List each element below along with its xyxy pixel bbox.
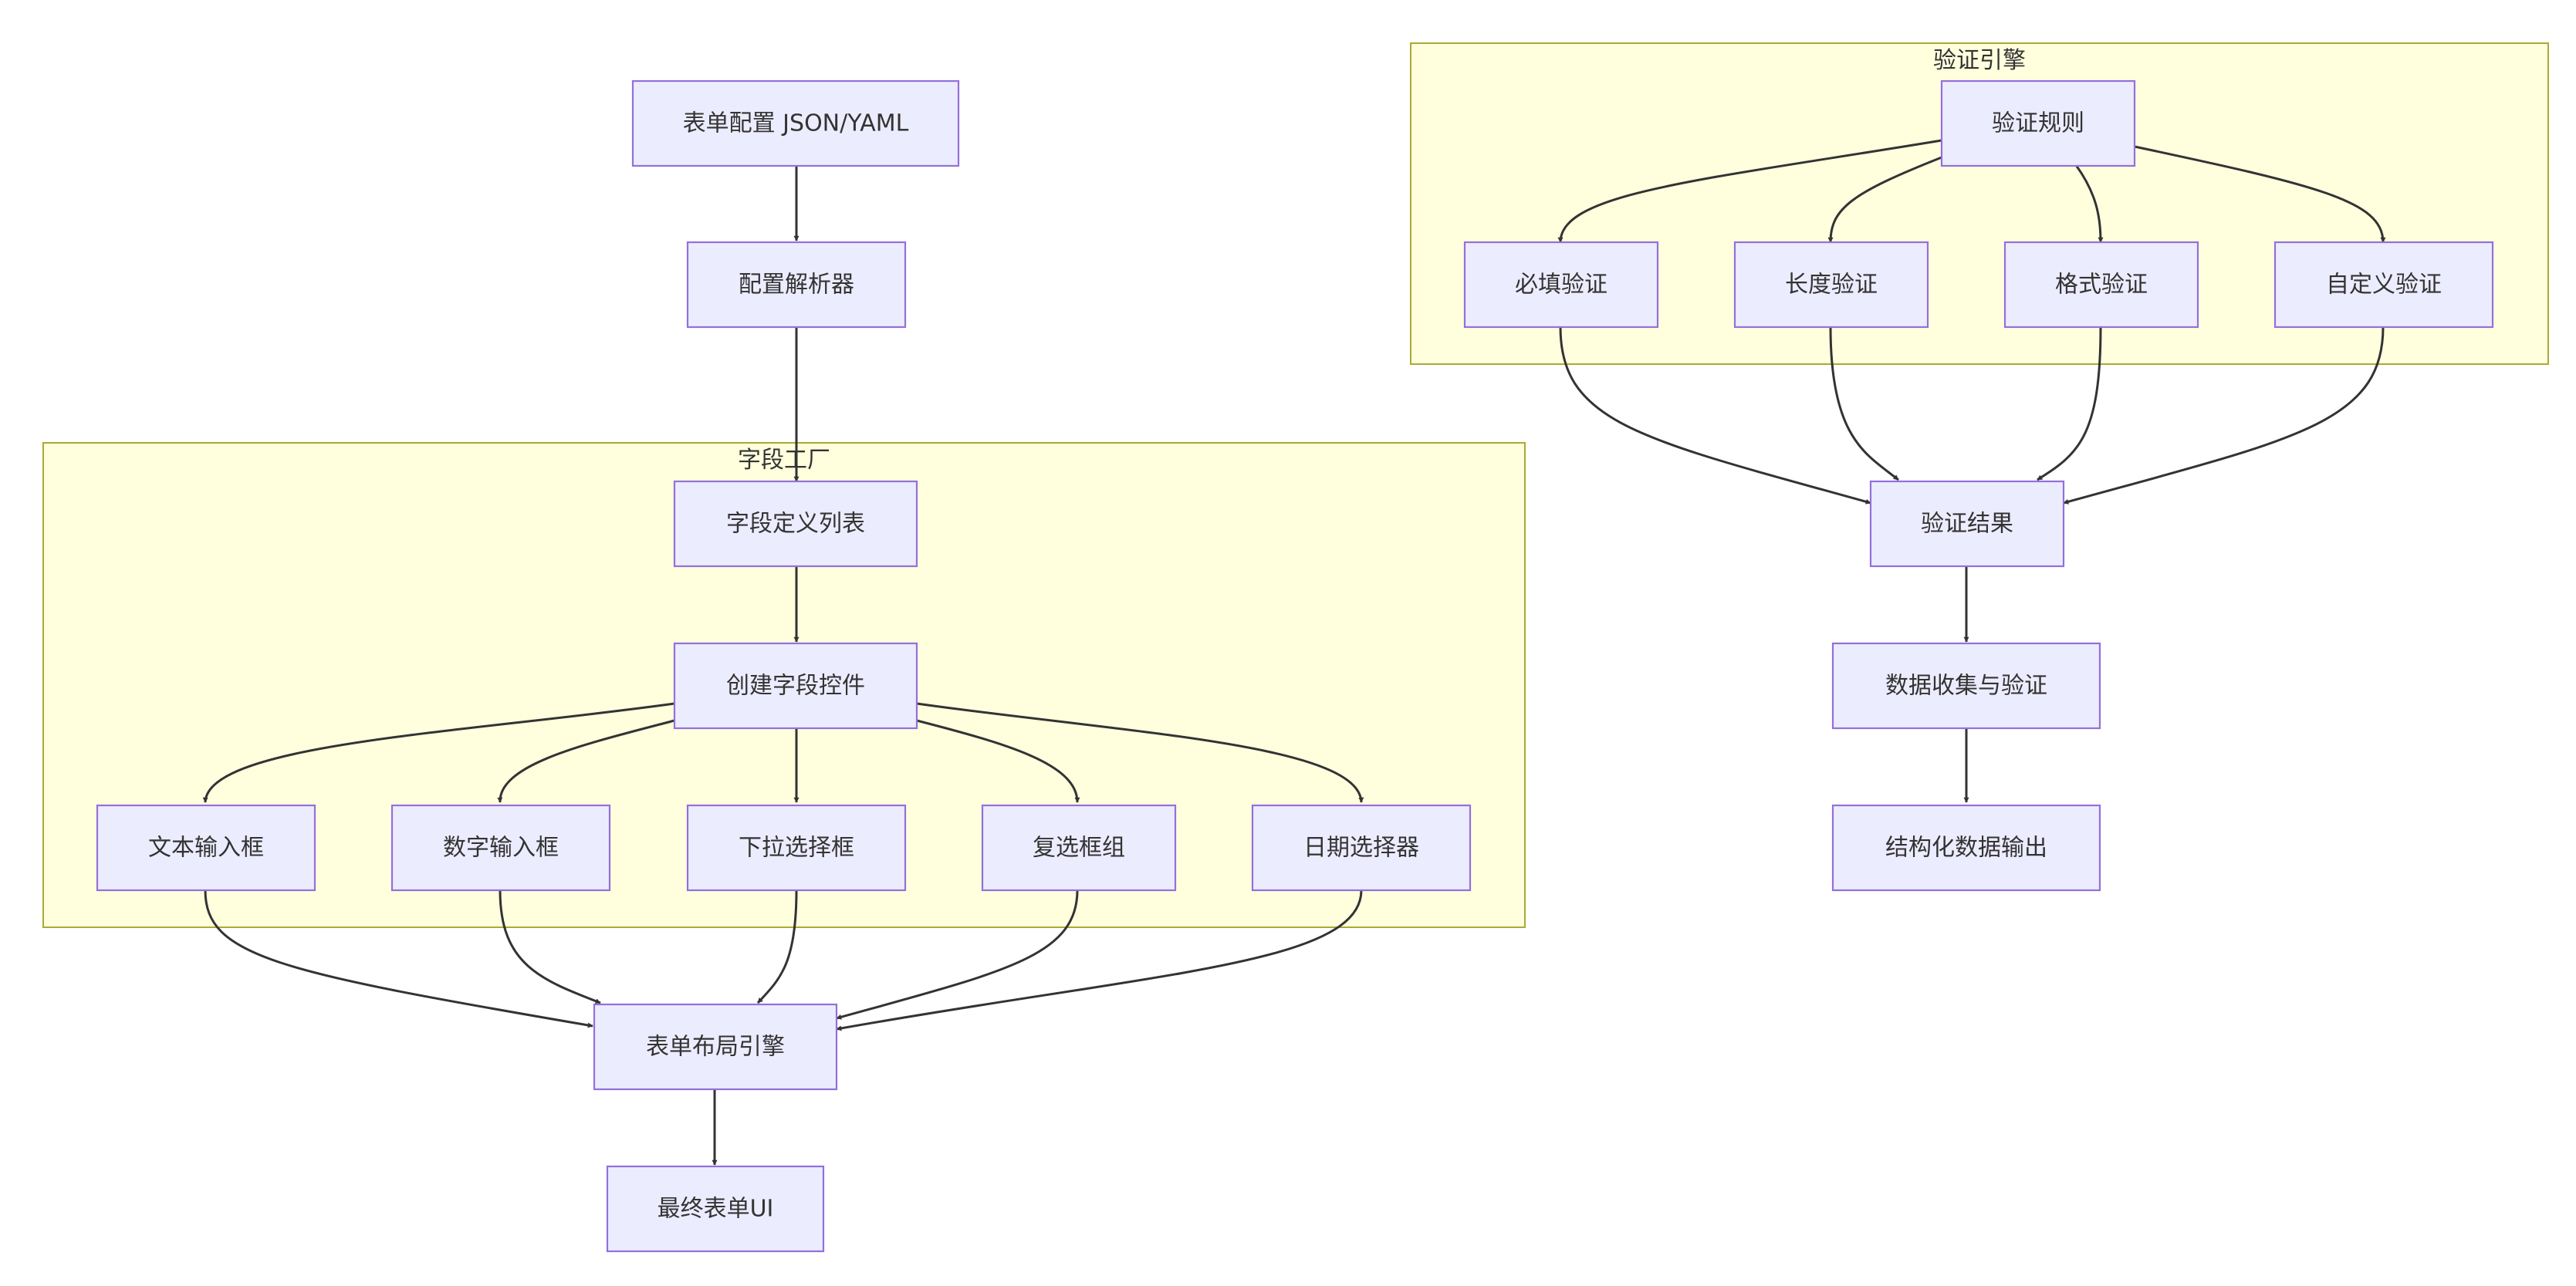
node-layout-engine-label: 表单布局引擎	[646, 1034, 785, 1061]
cluster-validation-engine-label: 验证引擎	[1933, 47, 2026, 74]
node-create-field-controls-label: 创建字段控件	[726, 673, 865, 700]
node-format-validation-label: 格式验证	[2055, 272, 2148, 299]
node-length-validation[interactable]: 长度验证	[1733, 241, 1929, 329]
node-validation-rules-label: 验证规则	[1992, 110, 2084, 137]
node-form-config-label: 表单配置 JSON/YAML	[683, 110, 909, 137]
edge-required-result	[1559, 326, 1871, 505]
node-final-form-ui-label: 最终表单UI	[658, 1196, 774, 1223]
edge-create-controls-text-input	[202, 702, 675, 803]
node-required-validation-label: 必填验证	[1515, 272, 1607, 299]
edge-custom-result	[2063, 326, 2385, 505]
node-data-collection-label: 数据收集与验证	[1885, 673, 2047, 700]
node-dropdown-select[interactable]: 下拉选择框	[686, 804, 907, 892]
node-field-definition-list-label: 字段定义列表	[726, 511, 865, 538]
node-config-parser[interactable]: 配置解析器	[686, 241, 907, 329]
node-create-field-controls[interactable]: 创建字段控件	[673, 642, 918, 730]
node-text-input[interactable]: 文本输入框	[96, 804, 316, 892]
node-number-input-label: 数字输入框	[443, 835, 559, 862]
edges	[202, 139, 2386, 1166]
node-validation-result[interactable]: 验证结果	[1869, 480, 2065, 568]
node-checkbox-group-label: 复选框组	[1033, 835, 1125, 862]
node-validation-result-label: 验证结果	[1921, 511, 2013, 538]
node-date-picker-label: 日期选择器	[1303, 835, 1419, 862]
edge-create-controls-date-picker	[916, 702, 1364, 803]
cluster-field-factory-label: 字段工厂	[738, 447, 830, 474]
edge-create-controls-number-input	[497, 719, 675, 803]
edge-date-picker-layout-engine	[836, 889, 1363, 1031]
node-form-config[interactable]: 表单配置 JSON/YAML	[631, 79, 960, 167]
node-text-input-label: 文本输入框	[148, 835, 264, 862]
node-custom-validation-label: 自定义验证	[2326, 272, 2442, 299]
edge-text-input-layout-engine	[204, 889, 593, 1028]
edge-rules-required	[1557, 139, 1942, 243]
node-length-validation-label: 长度验证	[1785, 272, 1878, 299]
node-date-picker[interactable]: 日期选择器	[1251, 804, 1472, 892]
edge-format-result	[2037, 326, 2102, 481]
node-checkbox-group[interactable]: 复选框组	[981, 804, 1177, 892]
edge-rules-format	[2074, 164, 2104, 243]
edge-length-result	[1829, 326, 1899, 481]
node-number-input[interactable]: 数字输入框	[390, 804, 611, 892]
node-custom-validation[interactable]: 自定义验证	[2273, 241, 2494, 329]
node-config-parser-label: 配置解析器	[739, 272, 854, 299]
node-validation-rules[interactable]: 验证规则	[1940, 79, 2136, 167]
node-field-definition-list[interactable]: 字段定义列表	[673, 480, 918, 568]
node-format-validation[interactable]: 格式验证	[2003, 241, 2199, 329]
edge-checkbox-group-layout-engine	[836, 889, 1079, 1020]
edge-number-input-layout-engine	[499, 889, 601, 1004]
edge-rules-length	[1827, 156, 1942, 243]
node-dropdown-select-label: 下拉选择框	[739, 835, 854, 862]
node-data-collection[interactable]: 数据收集与验证	[1831, 642, 2101, 730]
node-structured-output-label: 结构化数据输出	[1885, 835, 2047, 862]
node-final-form-ui[interactable]: 最终表单UI	[606, 1165, 825, 1253]
edge-create-controls-checkbox-group	[916, 719, 1080, 803]
edge-dropdown-layout-engine	[756, 889, 798, 1004]
node-required-validation[interactable]: 必填验证	[1463, 241, 1659, 329]
node-layout-engine[interactable]: 表单布局引擎	[593, 1003, 838, 1091]
edge-rules-custom	[2134, 145, 2386, 243]
node-structured-output[interactable]: 结构化数据输出	[1831, 804, 2101, 892]
